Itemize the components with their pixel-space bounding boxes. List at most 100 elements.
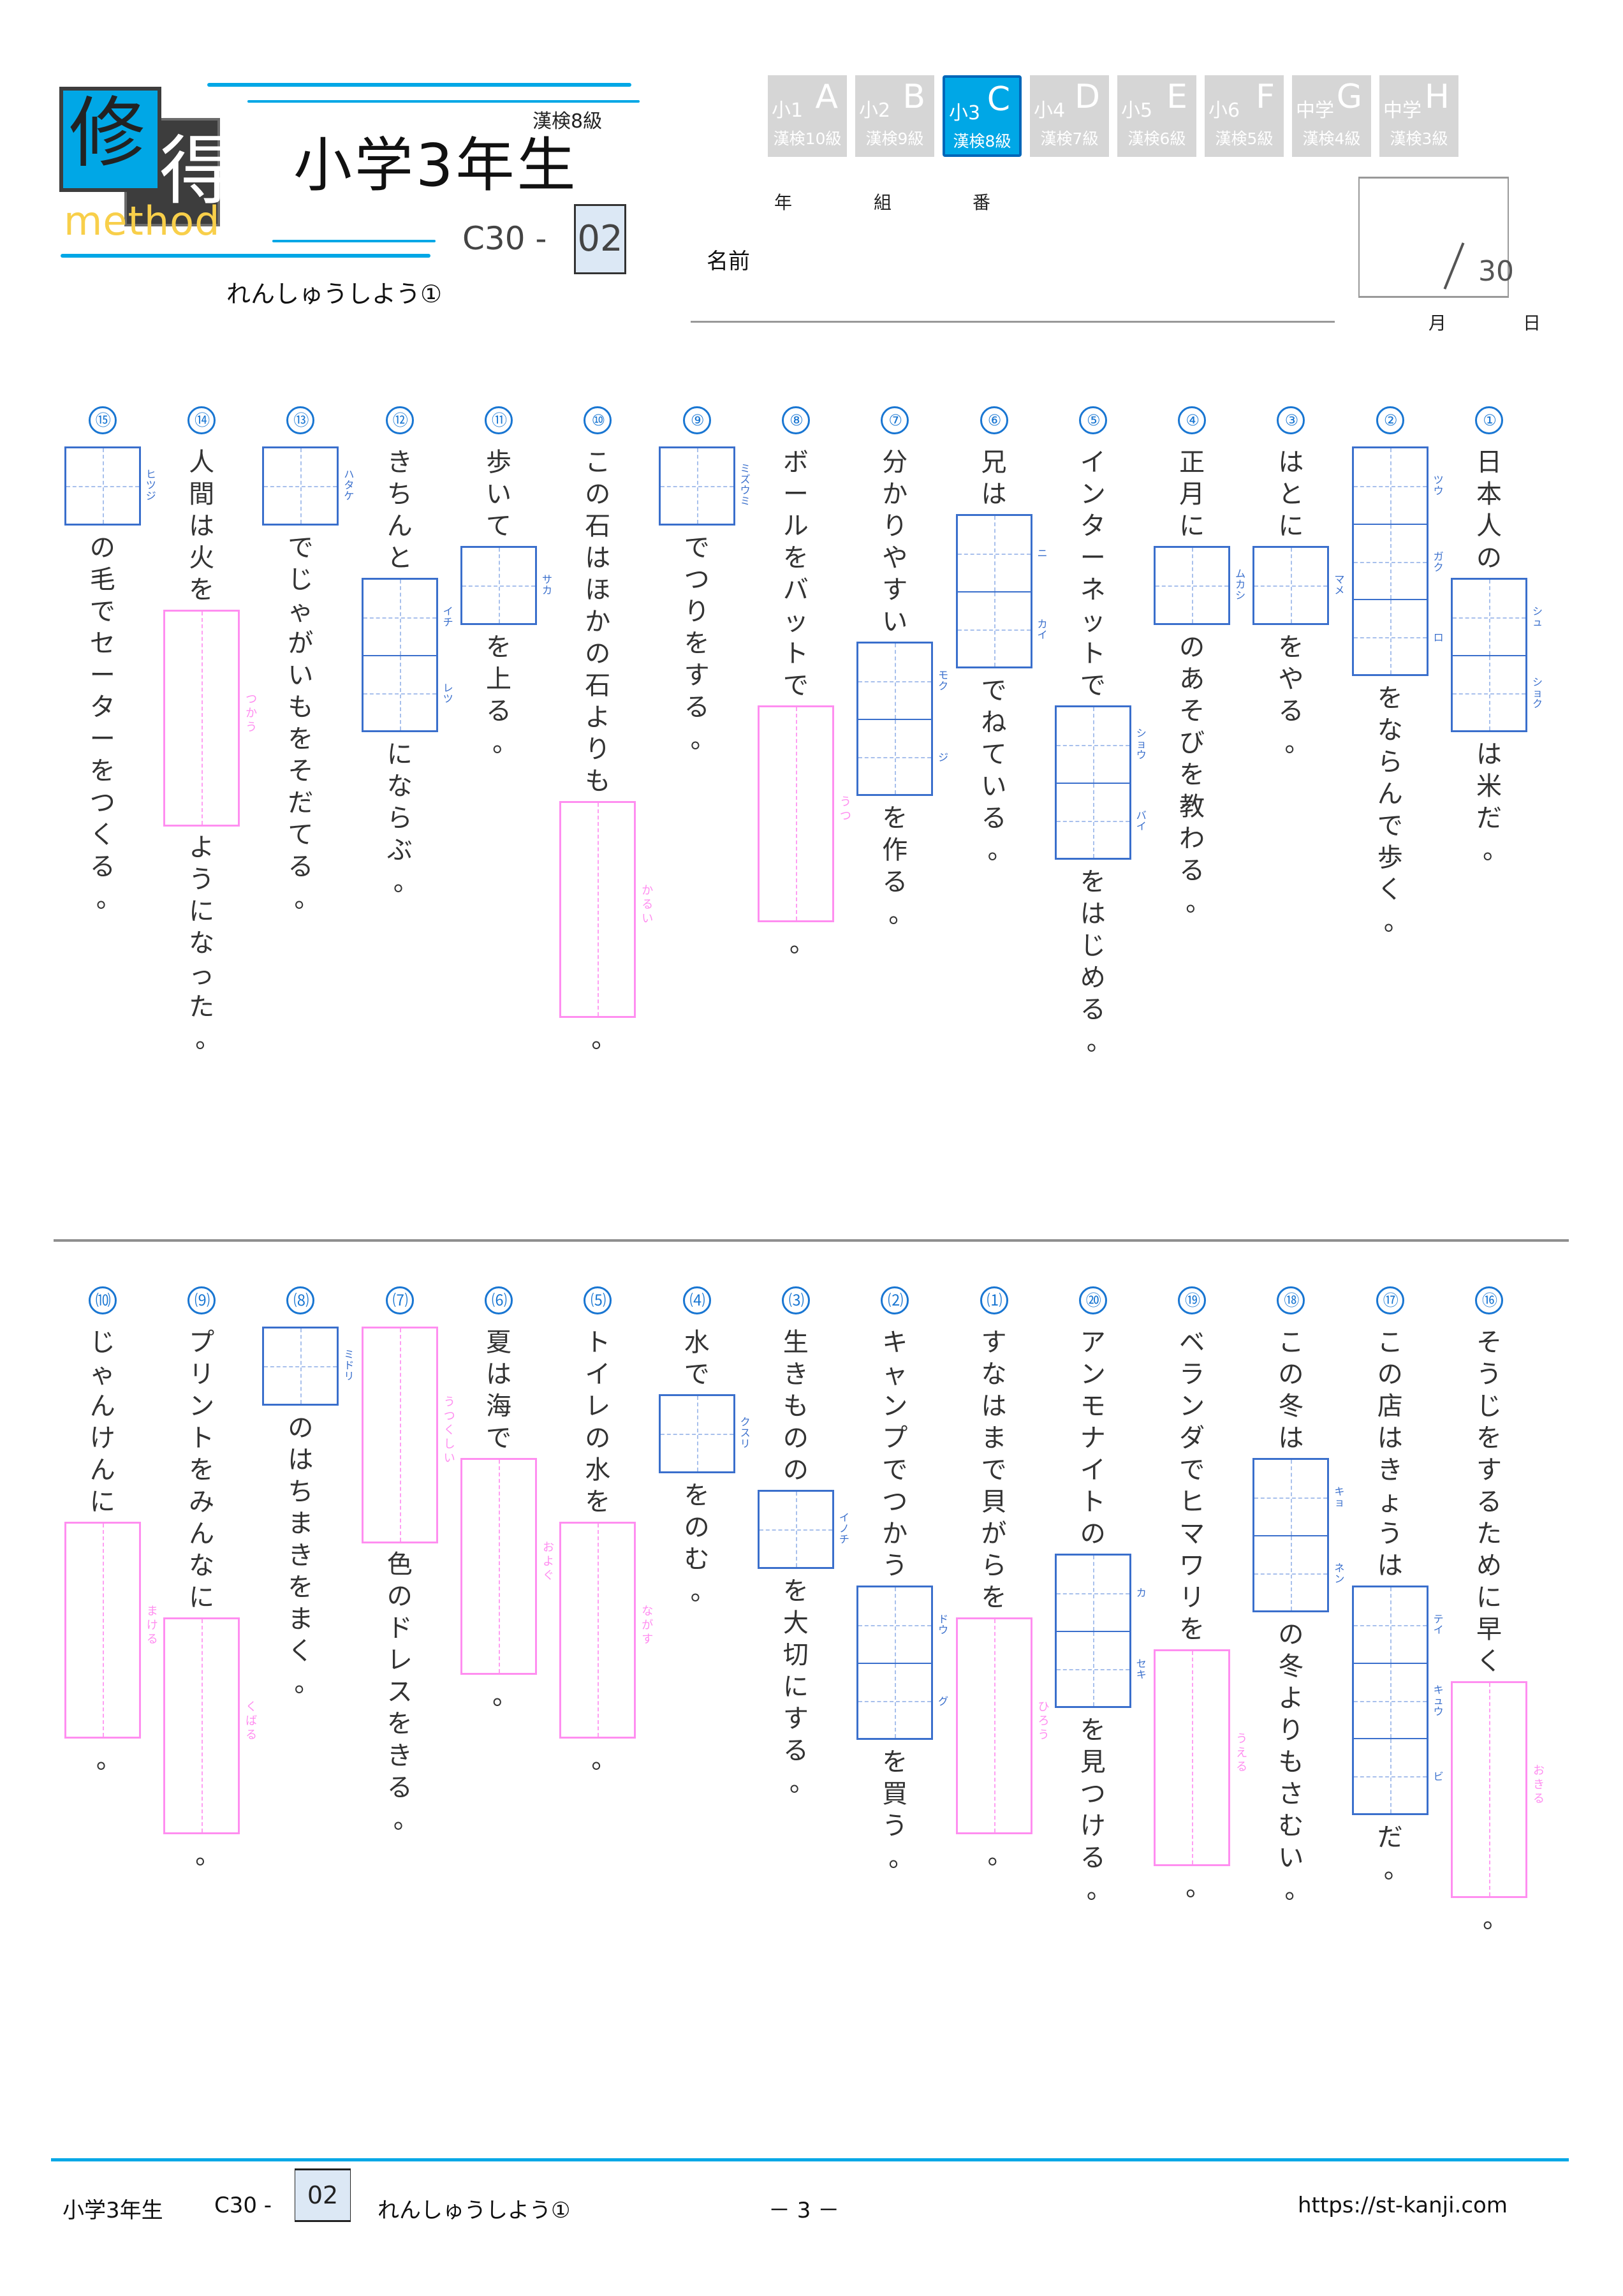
kanji-reading-hint: ヒ ツ ジ <box>145 468 156 502</box>
question-number: ⑯ <box>1475 1286 1503 1314</box>
kanji-answer-cell[interactable]: グ <box>858 1663 948 1738</box>
question-text: の冬よりもさむい。 <box>1278 1620 1311 1904</box>
kanji-answer-cell[interactable]: ミ ズ ウ ミ <box>660 448 751 524</box>
kanji-answer-cell[interactable]: ミ ド リ <box>264 1328 354 1404</box>
kanji-answer-box[interactable]: キ ョネ ン <box>1252 1458 1344 1612</box>
question-text: 。 <box>987 1841 1013 1870</box>
kanji-answer-cell[interactable]: シ ョ ウ <box>1056 707 1147 783</box>
tab-letter: H <box>1424 78 1450 116</box>
kanji-answer-cell[interactable]: ド ウ <box>858 1587 948 1663</box>
kanji-answer-cell[interactable]: ツ ウ <box>1353 448 1444 524</box>
kanji-answer-cell[interactable]: ム カ シ <box>1156 548 1245 623</box>
okurigana-answer-box[interactable]: う つ <box>757 705 851 922</box>
kanji-answer-box[interactable]: ド ウグ <box>856 1586 948 1740</box>
kanji-answer-cell[interactable]: ジ <box>858 719 948 794</box>
kanji-answer-box[interactable]: イ ノ チ <box>757 1490 849 1569</box>
kanji-answer-cell[interactable]: ニ <box>957 516 1048 591</box>
kanji-answer-cell[interactable]: イ チ <box>363 580 453 655</box>
kanji-answer-box[interactable]: ム カ シ <box>1154 546 1245 625</box>
name-field[interactable] <box>691 321 1335 323</box>
question-text: 兄は <box>981 448 1007 509</box>
tab-kentei: 漢検7級 <box>1040 129 1099 148</box>
kanji-answer-box[interactable]: ク ス リ <box>658 1394 751 1473</box>
kanji-answer-cell[interactable]: ネ ン <box>1254 1535 1344 1610</box>
tab-kentei: 漢検3級 <box>1390 129 1448 148</box>
tab-letter: C <box>987 80 1010 119</box>
kanji-answer-box[interactable]: サ カ <box>460 546 552 625</box>
okurigana-answer-box[interactable]: ひ ろ う <box>955 1617 1050 1834</box>
okurigana-answer-box[interactable]: う え る <box>1154 1649 1247 1866</box>
kanji-answer-cell[interactable]: カ <box>1056 1556 1147 1631</box>
kanji-answer-cell[interactable]: ヒ ツ ジ <box>66 448 156 524</box>
kanji-answer-box[interactable]: ハ タ ケ <box>262 446 354 526</box>
okurigana-answer-box[interactable]: ま け る <box>64 1522 158 1739</box>
kanji-answer-cell[interactable]: シ ュ <box>1453 580 1543 655</box>
tab-letter: F <box>1256 78 1275 116</box>
okurigana-answer-box[interactable]: く ば る <box>163 1617 257 1834</box>
kanji-answer-cell[interactable]: キ ョ <box>1254 1460 1344 1535</box>
site-url[interactable]: https://st-kanji.com <box>1298 2193 1508 2218</box>
question-number: ⑩ <box>584 406 612 434</box>
kanji-answer-cell[interactable]: カ イ <box>957 591 1048 666</box>
kanji-answer-cell[interactable]: キ ュ ウ <box>1353 1663 1444 1738</box>
question-text: この冬は <box>1278 1328 1304 1453</box>
kanji-reading-hint: ニ <box>1037 547 1048 559</box>
kanji-answer-cell[interactable]: テ イ <box>1353 1587 1444 1663</box>
kanji-answer-cell[interactable]: バ イ <box>1056 783 1147 858</box>
question-text: ベランダでヒマワリを <box>1179 1328 1205 1644</box>
kanji-answer-cell[interactable]: ガ ク <box>1353 524 1444 599</box>
kanji-answer-cell[interactable]: モ ク <box>858 644 948 719</box>
logo-kanji-shu: 修 <box>69 89 145 178</box>
kanji-answer-box[interactable]: ミ ズ ウ ミ <box>658 446 751 526</box>
kanji-reading-hint: テ イ <box>1433 1613 1444 1636</box>
kanji-answer-box[interactable]: ツ ウガ クロ <box>1351 446 1444 676</box>
kanji-answer-box[interactable]: イ チレ ツ <box>361 578 453 732</box>
okurigana-answer-box[interactable]: お き る <box>1451 1681 1545 1898</box>
tab-letter: G <box>1336 78 1362 116</box>
okurigana-answer-box[interactable]: う つ く し い <box>361 1327 455 1543</box>
kanji-answer-cell[interactable]: ロ <box>1353 599 1444 674</box>
okurigana-answer-box[interactable]: か る い <box>559 801 653 1018</box>
kanji-answer-box[interactable]: ニカ イ <box>955 514 1048 668</box>
question-text: 分かりやすい <box>882 448 908 637</box>
kanji-answer-cell[interactable]: マ メ <box>1254 548 1344 623</box>
question-text: 色のドレスをきる。 <box>386 1550 419 1834</box>
kanji-answer-cell[interactable]: イ ノ チ <box>759 1492 849 1567</box>
kanji-answer-box[interactable]: ヒ ツ ジ <box>64 446 156 526</box>
kanji-answer-cell[interactable]: レ ツ <box>363 655 453 730</box>
question-text: 。 <box>96 1745 122 1774</box>
kanji-answer-box[interactable]: シ ュシ ョ ク <box>1451 578 1543 732</box>
kanji-answer-cell[interactable]: シ ョ ク <box>1453 655 1543 730</box>
kanji-answer-cell[interactable]: ビ <box>1353 1738 1444 1813</box>
kanji-answer-cell[interactable]: サ カ <box>462 548 552 623</box>
kanji-answer-box[interactable]: テ イキ ュ ウビ <box>1351 1586 1444 1815</box>
kanji-answer-cell[interactable]: ク ス リ <box>660 1396 751 1471</box>
kanji-answer-box[interactable]: カセ キ <box>1054 1554 1147 1708</box>
kanji-answer-box[interactable]: ミ ド リ <box>262 1327 354 1406</box>
tab-kentei: 漢検6級 <box>1127 129 1186 148</box>
okurigana-answer-box[interactable]: な が す <box>559 1522 653 1739</box>
kanji-answer-cell[interactable]: セ キ <box>1056 1631 1147 1706</box>
worksheet-code-number: 02 <box>574 204 626 274</box>
okurigana-answer-box[interactable]: お よ ぐ <box>460 1458 554 1675</box>
okurigana-answer-box[interactable]: つ か う <box>163 610 257 827</box>
question-text: 。 <box>591 1024 617 1054</box>
kanji-answer-cell[interactable]: ハ タ ケ <box>264 448 354 524</box>
kanji-answer-box[interactable]: マ メ <box>1252 546 1344 625</box>
kanji-reading-hint: ド ウ <box>938 1613 949 1636</box>
question-text: アンモナイトの <box>1080 1328 1106 1549</box>
kanji-answer-box[interactable]: モ クジ <box>856 642 948 796</box>
kanji-answer-box[interactable]: シ ョ ウバ イ <box>1054 705 1147 860</box>
score-box[interactable] <box>1358 177 1509 298</box>
hiragana-reading-hint: ひ ろ う <box>1038 1700 1050 1742</box>
day-label: 日 <box>1523 313 1541 334</box>
kanji-reading-hint: セ キ <box>1136 1658 1147 1681</box>
